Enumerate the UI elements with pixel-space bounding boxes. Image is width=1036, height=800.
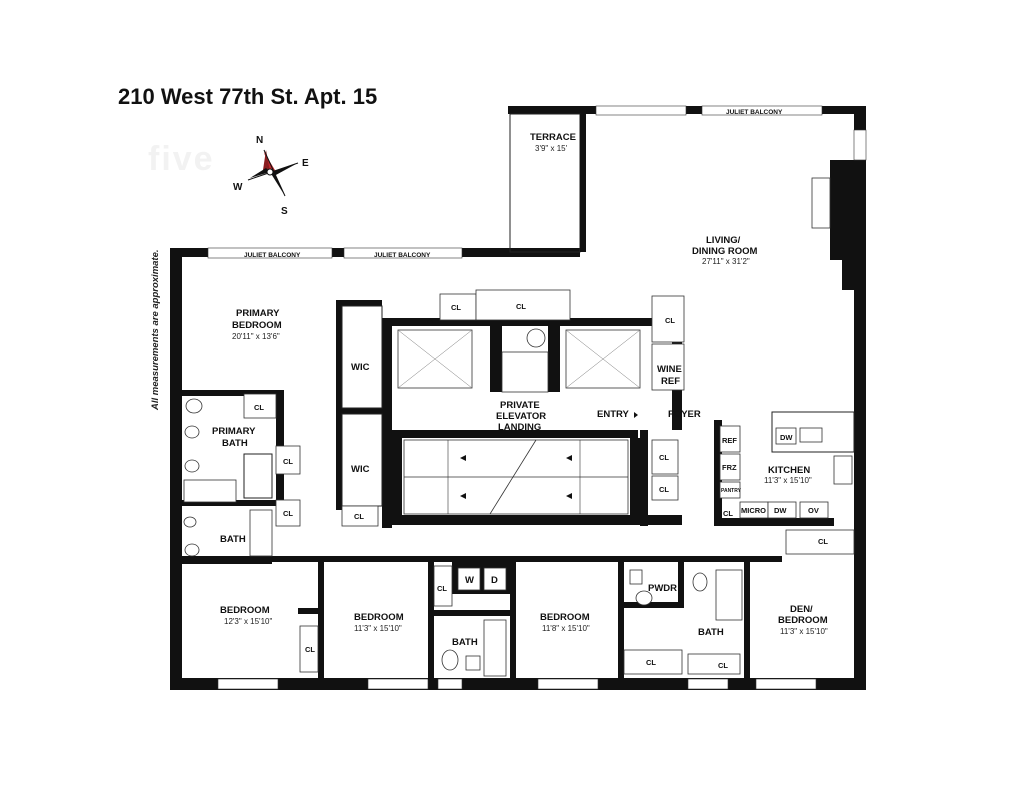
elevator-label-line2: ELEVATOR [496, 411, 546, 422]
elevator-label-line3: LANDING [498, 422, 541, 433]
juliet-balcony-label: JULIET BALCONY [244, 252, 301, 259]
primary-bedroom-label-line1: PRIMARY [236, 308, 280, 319]
primary-bath-label-line1: PRIMARY [212, 426, 256, 437]
closet-label: CL [305, 645, 315, 654]
terrace-dimension: 3'9" x 15' [535, 144, 568, 153]
plan-title: 210 West 77th St. Apt. 15 [118, 84, 378, 109]
kitchen-dimension: 11'3" x 15'10" [764, 476, 812, 485]
svg-text:S: S [281, 206, 288, 217]
closet-label: CL [283, 509, 293, 518]
dishwasher-label: DW [774, 506, 787, 515]
wine-ref-label-line2: REF [661, 376, 680, 387]
den-label-line1: DEN/ [790, 604, 813, 615]
closet-label: CL [818, 537, 828, 546]
watermark-logo: five [148, 140, 215, 178]
svg-text:E: E [302, 158, 309, 169]
bedroom-2-label: BEDROOM [354, 612, 404, 623]
bedroom-1-label: BEDROOM [220, 605, 270, 616]
wic-2-label: WIC [351, 464, 370, 475]
living-dimension: 27'11" x 31'2" [702, 257, 750, 266]
middle-bath-label: BATH [452, 637, 478, 648]
den-label-line2: BEDROOM [778, 615, 828, 626]
closet-label: CL [354, 512, 364, 521]
bedroom-3-label: BEDROOM [540, 612, 590, 623]
closet-label: CL [283, 457, 293, 466]
kitchen-label: KITCHEN [768, 465, 810, 476]
elevator-label-line1: PRIVATE [500, 400, 540, 411]
bedroom-3-dimension: 11'8" x 15'10" [542, 624, 590, 633]
windows: JULIET BALCONY JULIET BALCONY JULIET BAL… [207, 105, 867, 690]
freezer-label: FRZ [722, 463, 737, 472]
microwave-label: MICRO [741, 506, 766, 515]
juliet-balcony-label: JULIET BALCONY [374, 252, 431, 259]
refrigerator-label: REF [722, 436, 737, 445]
dryer-label: D [491, 575, 498, 586]
closet-label: CL [254, 403, 264, 412]
primary-bath-label-line2: BATH [222, 438, 248, 449]
closet-label: CL [451, 303, 461, 312]
terrace-label: TERRACE [530, 132, 576, 143]
powder-room-label: PWDR [648, 583, 677, 594]
living-label-line2: DINING ROOM [692, 246, 758, 257]
pantry-label: PANTRY [721, 488, 742, 494]
arrow-icons [427, 318, 638, 499]
wine-ref-label-line1: WINE [657, 364, 682, 375]
right-bath-label: BATH [698, 627, 724, 638]
living-label-line1: LIVING/ [706, 235, 741, 246]
closet-label: CL [723, 509, 733, 518]
washer-label: W [465, 575, 474, 586]
bedroom-2-dimension: 11'3" x 15'10" [354, 624, 402, 633]
primary-bedroom-label-line2: BEDROOM [232, 320, 282, 331]
room-labels: TERRACE 3'9" x 15' LIVING/ DINING ROOM 2… [212, 132, 828, 648]
closet-label: CL [516, 302, 526, 311]
foyer-label: FOYER [668, 409, 701, 420]
wic-1-label: WIC [351, 362, 370, 373]
dishwasher-label: DW [780, 433, 793, 442]
left-bath-label: BATH [220, 534, 246, 545]
svg-text:N: N [256, 135, 263, 146]
compass-rose-icon: N E S W [233, 135, 309, 217]
closet-label: CL [718, 661, 728, 670]
interior-walls [182, 289, 866, 680]
fixture-labels: CL CL CL CL CL CL CL CL CL CL CL CL CL C… [254, 302, 828, 670]
closet-label: CL [665, 316, 675, 325]
closet-label: CL [659, 453, 669, 462]
bedroom-1-dimension: 12'3" x 15'10" [224, 617, 272, 626]
oven-label: OV [808, 506, 819, 515]
juliet-balcony-label: JULIET BALCONY [726, 109, 783, 116]
closet-label: CL [437, 584, 447, 593]
closet-label: CL [646, 658, 656, 667]
den-dimension: 11'3" x 15'10" [780, 627, 828, 636]
svg-text:W: W [233, 182, 243, 193]
entry-label: ENTRY [597, 409, 630, 420]
closet-label: CL [659, 485, 669, 494]
primary-bedroom-dimension: 20'11" x 13'6" [232, 332, 280, 341]
